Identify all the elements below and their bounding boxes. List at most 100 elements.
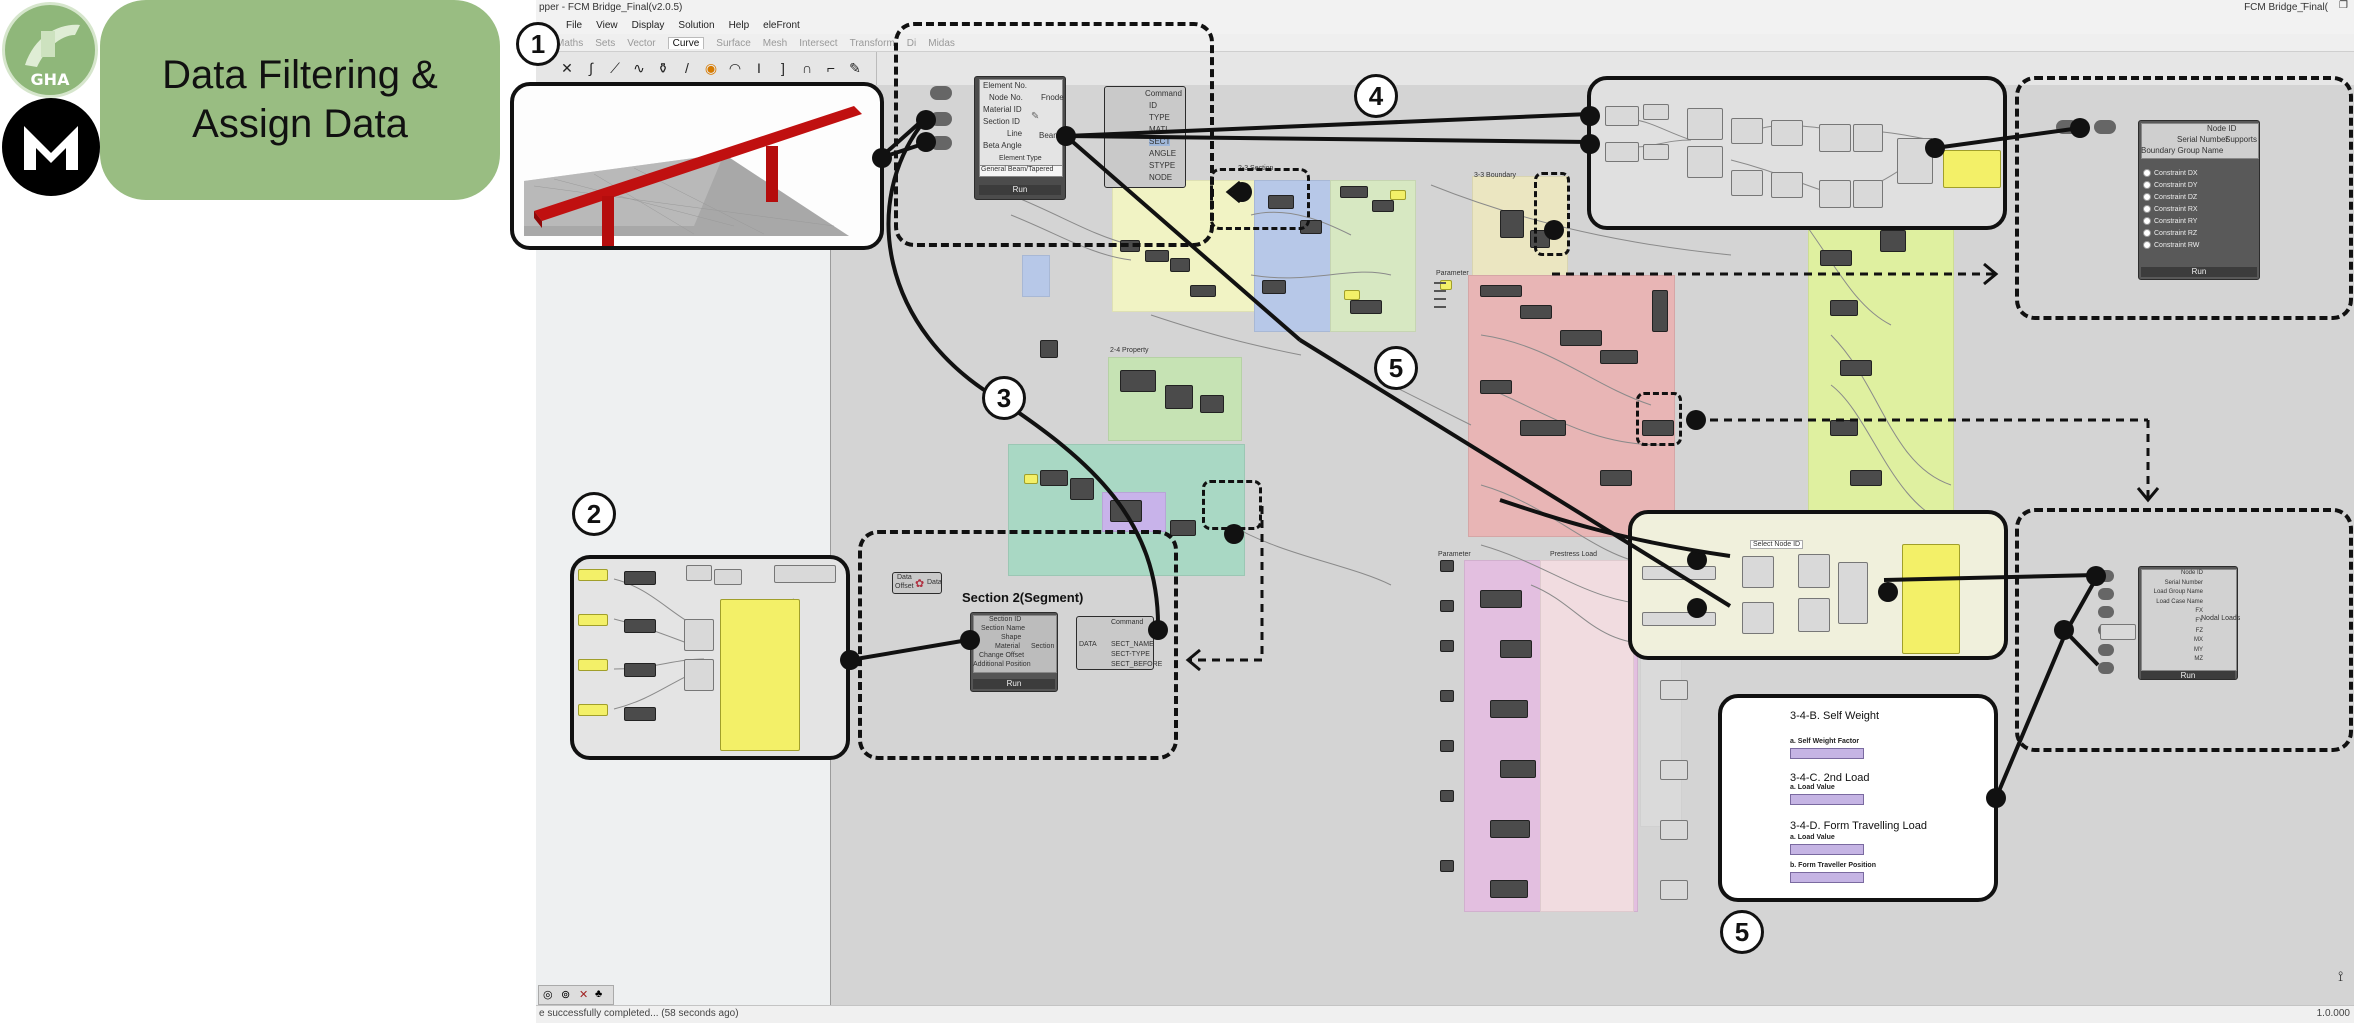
node-light[interactable] bbox=[1643, 104, 1669, 120]
section-command-component[interactable]: Command DATA SECT_NAME SECT-TYPE SECT_BE… bbox=[1076, 616, 1162, 670]
polyline-tool-icon[interactable]: ⟋ bbox=[610, 60, 620, 76]
radio-icon[interactable] bbox=[2143, 205, 2151, 213]
node[interactable] bbox=[1830, 300, 1858, 316]
radio-icon[interactable] bbox=[2143, 217, 2151, 225]
menu-item-elefront[interactable]: eleFront bbox=[763, 20, 800, 31]
arc2-tool-icon[interactable]: ∩ bbox=[801, 60, 813, 76]
radio-icon[interactable] bbox=[2143, 241, 2151, 249]
node-light[interactable] bbox=[1660, 760, 1688, 780]
zoom-icon[interactable]: ◎ bbox=[543, 989, 553, 1001]
node[interactable] bbox=[1480, 380, 1512, 394]
param-node[interactable] bbox=[2098, 588, 2114, 600]
node-light[interactable] bbox=[686, 565, 712, 581]
panel-node-large[interactable] bbox=[720, 599, 800, 751]
disable-icon[interactable]: ✕ bbox=[579, 989, 589, 1001]
node[interactable] bbox=[1440, 560, 1454, 572]
menu-item-view[interactable]: View bbox=[596, 20, 618, 31]
node-light[interactable] bbox=[714, 569, 742, 585]
self-weight-slider[interactable] bbox=[1790, 748, 1864, 759]
menu-item-display[interactable]: Display bbox=[631, 20, 665, 31]
spline-tool-icon[interactable]: ∿ bbox=[633, 60, 645, 76]
circle-tool-icon[interactable]: ◉ bbox=[704, 60, 718, 76]
node[interactable] bbox=[1040, 340, 1058, 358]
node-light[interactable] bbox=[1660, 880, 1688, 900]
node[interactable] bbox=[1880, 230, 1906, 252]
node[interactable] bbox=[1070, 478, 1094, 500]
node-light[interactable] bbox=[1742, 602, 1774, 634]
node[interactable] bbox=[1560, 330, 1602, 346]
text-tool-icon[interactable]: I bbox=[757, 60, 761, 76]
node[interactable] bbox=[1040, 470, 1068, 486]
point-tool-icon[interactable]: ✕ bbox=[561, 60, 573, 76]
radio-icon[interactable] bbox=[2143, 181, 2151, 189]
node[interactable] bbox=[1372, 200, 1394, 212]
support-option[interactable]: Constraint RX bbox=[2143, 205, 2255, 217]
bracket-tool-icon[interactable]: ] bbox=[781, 60, 785, 76]
menu-item-help[interactable]: Help bbox=[728, 20, 750, 31]
panel-node[interactable] bbox=[1344, 290, 1360, 300]
node[interactable] bbox=[1440, 790, 1454, 802]
tab-di[interactable]: Di bbox=[906, 38, 917, 49]
tab-maths[interactable]: Maths bbox=[556, 38, 584, 49]
node[interactable] bbox=[624, 707, 656, 721]
node[interactable] bbox=[1500, 210, 1524, 238]
node[interactable] bbox=[1440, 860, 1454, 872]
form-traveller-position-slider[interactable] bbox=[1790, 872, 1864, 883]
tab-sets[interactable]: Sets bbox=[595, 38, 616, 49]
support-option[interactable]: Constraint DX bbox=[2143, 169, 2255, 181]
node[interactable] bbox=[1440, 640, 1454, 652]
node[interactable] bbox=[1350, 300, 1382, 314]
node[interactable] bbox=[1120, 370, 1156, 392]
node[interactable] bbox=[1840, 360, 1872, 376]
node[interactable] bbox=[624, 619, 656, 633]
node[interactable] bbox=[1642, 420, 1674, 436]
tab-intersect[interactable]: Intersect bbox=[799, 38, 838, 49]
param-node[interactable] bbox=[2094, 120, 2116, 134]
node-light[interactable] bbox=[1819, 124, 1851, 152]
node[interactable] bbox=[1440, 600, 1454, 612]
param-node[interactable] bbox=[2098, 644, 2114, 656]
tab-transform[interactable]: Transform bbox=[849, 38, 895, 49]
midas-element-component[interactable]: Element No. Node No. Material ID Section… bbox=[974, 76, 1066, 200]
panel-node[interactable] bbox=[1902, 544, 1960, 654]
support-option[interactable]: Constraint RZ bbox=[2143, 229, 2255, 241]
tree-icon[interactable]: ♣ bbox=[595, 988, 603, 1000]
node[interactable] bbox=[1600, 470, 1632, 486]
bucket-tool-icon[interactable]: ⚱ bbox=[657, 60, 669, 76]
node[interactable] bbox=[1170, 520, 1196, 536]
node-light[interactable] bbox=[1687, 146, 1723, 178]
node-light[interactable] bbox=[1853, 124, 1883, 152]
midas-supports-component[interactable]: Node ID Serial Number Boundary Group Nam… bbox=[2138, 120, 2260, 280]
node-light[interactable] bbox=[774, 565, 836, 583]
node[interactable] bbox=[1480, 590, 1522, 608]
preview-icon[interactable]: ⊚ bbox=[561, 989, 571, 1001]
node-light[interactable] bbox=[1798, 554, 1830, 588]
midas-section-component[interactable]: Section ID Section Name Shape Material C… bbox=[970, 612, 1058, 692]
canvas-mini-toolbar[interactable]: ◎ ⊚ ✕ ♣ bbox=[538, 985, 614, 1005]
node-light[interactable] bbox=[1605, 142, 1639, 162]
node[interactable] bbox=[1262, 280, 1286, 294]
node[interactable] bbox=[1340, 186, 1368, 198]
node-light[interactable] bbox=[1819, 180, 1851, 208]
node[interactable] bbox=[1480, 285, 1522, 297]
node[interactable] bbox=[1440, 740, 1454, 752]
node[interactable] bbox=[1440, 690, 1454, 702]
node-light[interactable] bbox=[1742, 556, 1774, 588]
node-light[interactable] bbox=[1660, 820, 1688, 840]
menu-item-file[interactable]: File bbox=[566, 20, 583, 31]
form-travelling-value-slider[interactable] bbox=[1790, 844, 1864, 855]
support-option[interactable]: Constraint RY bbox=[2143, 217, 2255, 229]
node[interactable] bbox=[1600, 350, 1638, 364]
node-light[interactable] bbox=[1771, 120, 1803, 146]
line-tool-icon[interactable]: / bbox=[685, 60, 689, 76]
minimize-button[interactable]: – bbox=[2300, 0, 2306, 9]
node[interactable] bbox=[1170, 258, 1190, 272]
node-light[interactable] bbox=[684, 659, 714, 691]
menu-item-solution[interactable]: Solution bbox=[678, 20, 715, 31]
tab-surface[interactable]: Surface bbox=[716, 38, 751, 49]
param-node[interactable] bbox=[2098, 606, 2114, 618]
node-light[interactable] bbox=[1643, 144, 1669, 160]
brush-tool-icon[interactable]: ✎ bbox=[849, 60, 861, 76]
node[interactable] bbox=[624, 571, 656, 585]
node[interactable] bbox=[1520, 420, 1566, 436]
